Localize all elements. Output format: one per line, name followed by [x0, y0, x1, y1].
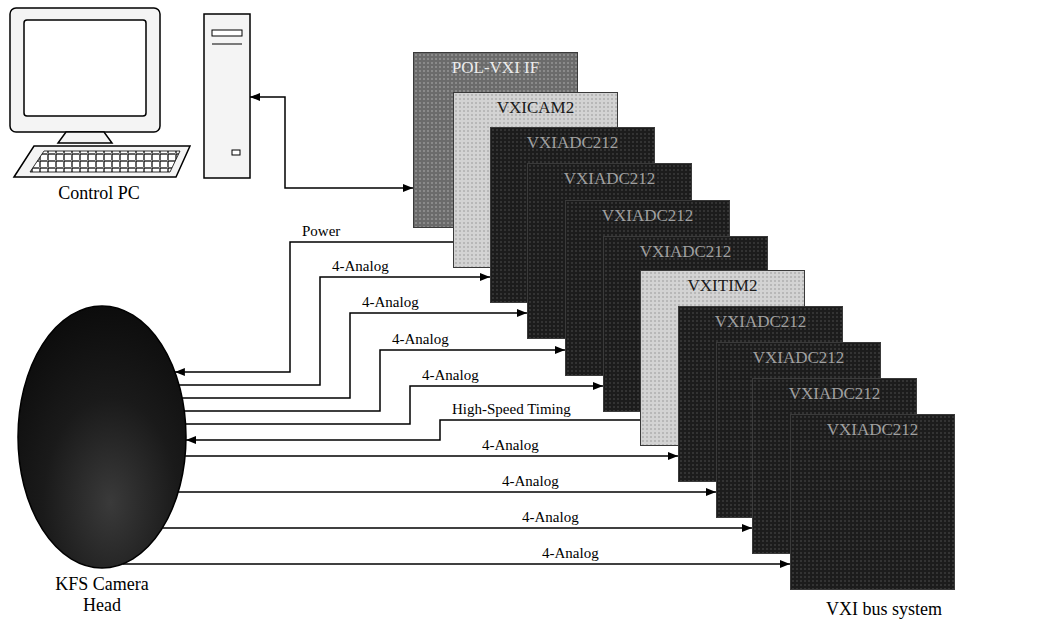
signal-line: [123, 563, 790, 565]
signal-line: [175, 242, 453, 372]
signal-line: [185, 455, 678, 457]
vxi-card: VXIADC212: [790, 414, 955, 590]
signal-line: [162, 527, 752, 529]
node-label: Control PC: [4, 182, 194, 204]
card-title: VXIADC212: [528, 164, 691, 194]
card-title: VXIADC212: [717, 343, 880, 373]
system-label: VXI bus system: [826, 598, 942, 620]
signal-label: 4-Analog: [360, 294, 421, 311]
card-title: VXIADC212: [566, 201, 729, 231]
card-title: VXICAM2: [454, 93, 617, 123]
computer: Control PC: [4, 4, 250, 204]
signal-label: Power: [300, 223, 342, 240]
card-title: VXIADC212: [791, 415, 954, 445]
card-title: VXIADC212: [604, 237, 767, 267]
signal-line: [186, 386, 603, 424]
signal-label: 4-Analog: [500, 473, 561, 490]
card-title: VXITIM2: [641, 271, 804, 301]
signal-label: 4-Analog: [540, 545, 601, 562]
card-title: POL-VXI IF: [414, 53, 577, 83]
signal-label: 4-Analog: [480, 437, 541, 454]
camera-body: [18, 306, 186, 568]
camera-head: KFS Camera Head: [18, 306, 186, 616]
signal-label: 4-Analog: [330, 258, 391, 275]
card-title: VXIADC212: [491, 128, 654, 158]
signal-label: 4-Analog: [520, 509, 581, 526]
signal-line: [179, 277, 490, 385]
node-label: KFS Camera Head: [46, 574, 158, 616]
signal-line: [186, 420, 640, 440]
signal-line: [250, 97, 413, 188]
signal-line: [178, 491, 716, 493]
card-title: VXIADC212: [679, 307, 842, 337]
signal-label: 4-Analog: [390, 331, 451, 348]
signal-label: 4-Analog: [420, 367, 481, 384]
computer-drawing: [10, 8, 250, 178]
signal-label: High-Speed Timing: [450, 401, 573, 418]
card-title: VXIADC212: [753, 379, 916, 409]
